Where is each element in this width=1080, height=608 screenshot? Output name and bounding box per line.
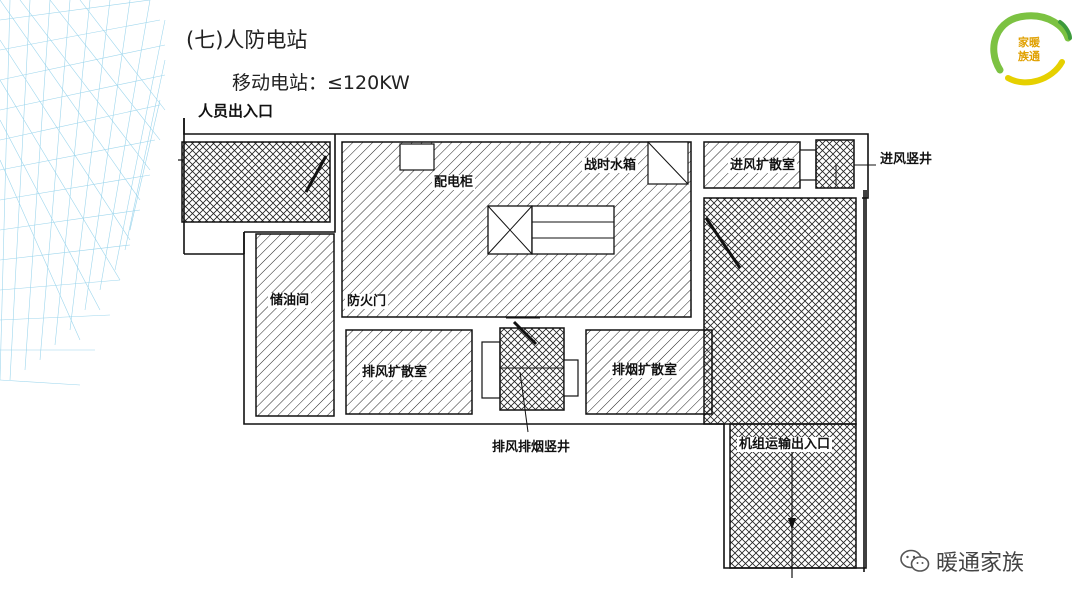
label-water-tank: 战时水箱 — [582, 158, 639, 173]
brand-logo: 家暖 族通 — [986, 8, 1072, 88]
subheading-value: ≤120KW — [327, 72, 410, 94]
label-smoke-expansion: 排烟扩散室 — [610, 363, 680, 378]
distribution-cabinet — [399, 143, 435, 171]
wechat-icon — [900, 549, 930, 572]
room-right-transport — [703, 197, 857, 425]
air-intake-shaft — [815, 139, 855, 189]
label-unit-transport-entrance: 机组运输出入口 — [737, 437, 833, 452]
label-exhaust-smoke-shaft: 排风排烟竖井 — [490, 440, 573, 455]
watermark-text: 暖通家族 — [936, 551, 1025, 576]
wireframe-decoration — [0, 0, 166, 386]
slide-heading: (七)人防电站 — [186, 28, 308, 52]
generator-body — [531, 205, 615, 255]
subheading-label: 移动电站： — [232, 72, 328, 94]
label-exhaust-expansion: 排风扩散室 — [360, 365, 430, 380]
label-air-intake-expansion: 进风扩散室 — [728, 158, 798, 173]
label-air-intake-shaft: 进风竖井 — [878, 152, 935, 167]
logo-line1: 家暖 — [1018, 35, 1041, 49]
label-distribution-cabinet: 配电柜 — [432, 175, 476, 190]
logo-line2: 族通 — [1018, 49, 1040, 63]
watermark: 暖通家族 — [900, 545, 1024, 577]
room-oil-storage — [255, 233, 335, 417]
label-fire-door: 防火门 — [345, 294, 389, 309]
slide-subheading: 移动电站：≤120KW — [232, 68, 410, 95]
room-personnel-entrance — [181, 141, 331, 223]
label-personnel-entrance: 人员出入口 — [196, 102, 276, 120]
label-oil-storage: 储油间 — [268, 293, 312, 308]
